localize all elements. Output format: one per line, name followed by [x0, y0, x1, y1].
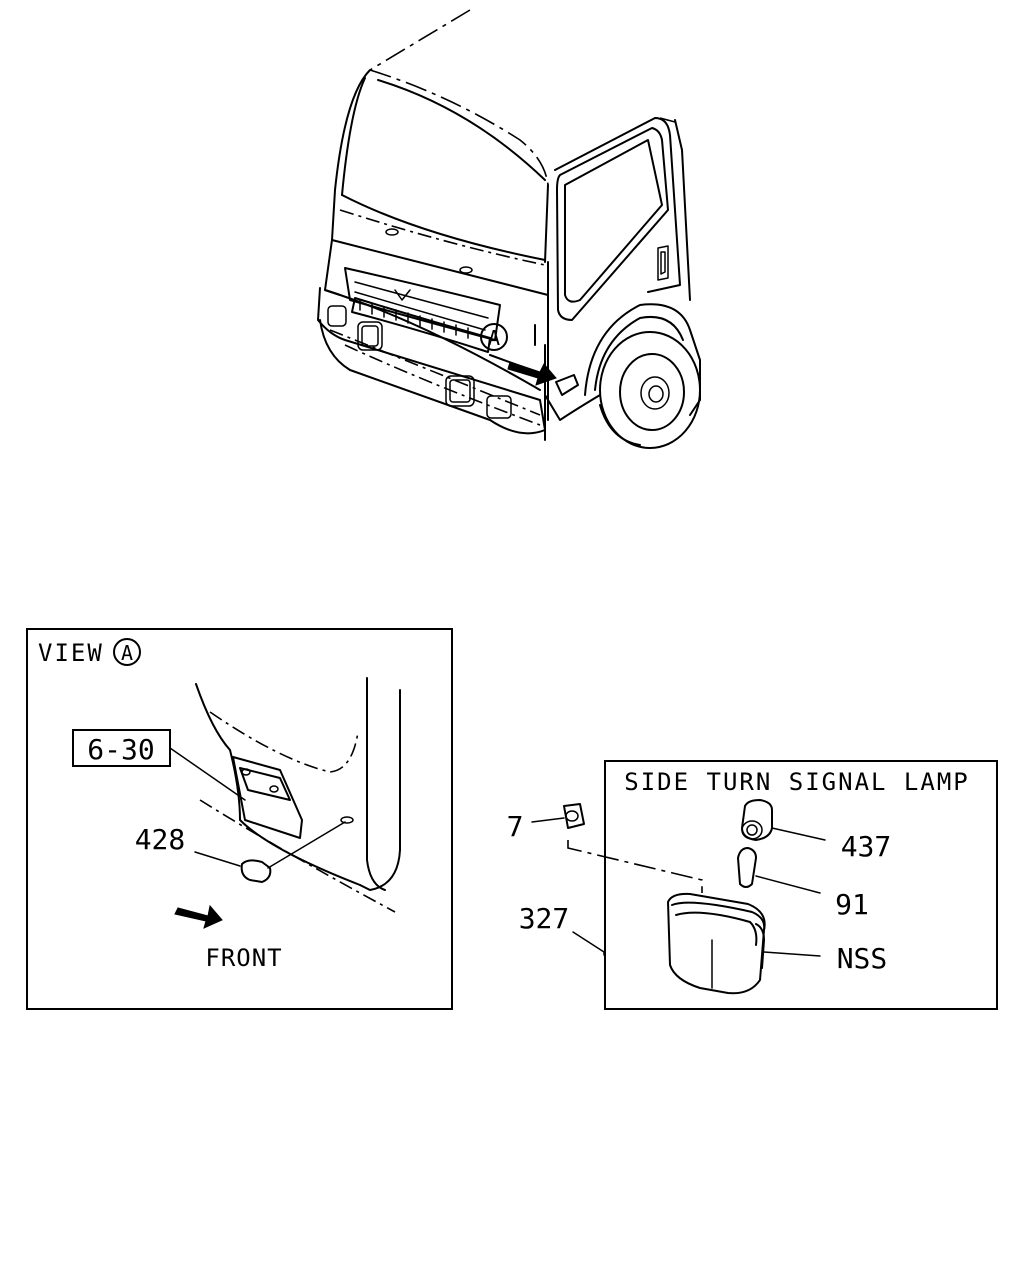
view-a-title-marker: A	[121, 641, 133, 665]
part-7-label: 7	[507, 810, 524, 843]
part-nss-label: NSS	[837, 942, 888, 975]
lamp-assembly: SIDE TURN SIGNAL LAMP 7 437 91 327 NSS	[507, 760, 998, 1010]
truck-cab-drawing: A	[317, 9, 701, 449]
front-arrow-icon	[174, 904, 223, 929]
view-a-frame	[26, 628, 453, 1010]
part-327-label: 327	[519, 902, 570, 935]
part-428-label: 428	[135, 823, 186, 856]
view-a-panel: VIEW A 6-30 428 FRONT	[26, 628, 453, 1010]
view-a-title-circle	[113, 638, 141, 666]
side-turn-signal-lamp-title: SIDE TURN SIGNAL LAMP	[624, 768, 969, 796]
view-a-marker: A	[488, 326, 500, 350]
view-a-title: VIEW	[38, 639, 104, 667]
part-91-label: 91	[835, 888, 869, 921]
side-turn-signal-lamp-frame	[604, 760, 998, 1010]
part-437-label: 437	[841, 830, 892, 863]
front-label: FRONT	[205, 944, 282, 972]
ref-6-30-label: 6-30	[87, 733, 154, 766]
view-a-marker-circle	[480, 323, 508, 351]
